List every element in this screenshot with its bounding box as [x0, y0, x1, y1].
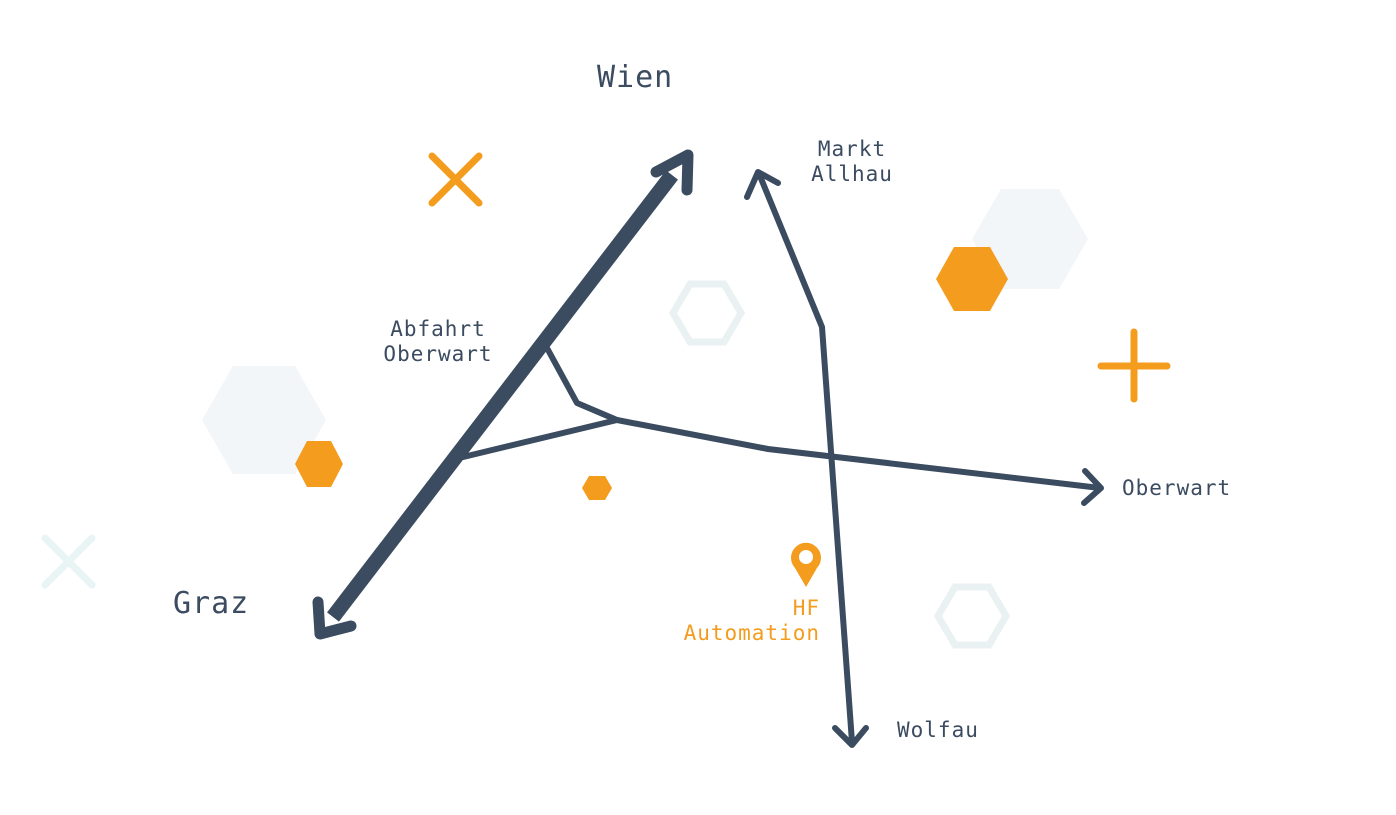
town-label-markt-allhau: Markt Allhau: [811, 137, 893, 187]
hexagon-icon: [582, 476, 612, 500]
hexagon-icon: [936, 247, 1008, 311]
hexagon-icon: [295, 441, 343, 487]
city-label-graz: Graz: [173, 586, 250, 621]
roads: [312, 149, 1104, 748]
exit-label-abfahrt-oberwart: Abfahrt Oberwart: [383, 317, 493, 367]
arrow-down-icon: [832, 725, 869, 748]
hexagon-icon: [933, 583, 1011, 649]
arrow-right-icon: [1081, 468, 1104, 506]
hexagon-icon: [668, 280, 746, 346]
map-pin-icon[interactable]: [791, 542, 822, 587]
exit-ramp-road: [544, 345, 620, 423]
arrow-up-icon: [744, 169, 781, 200]
road-oberwart: [614, 417, 1103, 491]
arrow-down-icon: [312, 596, 357, 640]
location-label-hf-automation: HF Automation: [683, 596, 820, 646]
town-label-oberwart: Oberwart: [1122, 476, 1232, 500]
decorations: [41, 152, 1171, 649]
city-label-wien: Wien: [597, 60, 674, 95]
plus-icon: [1097, 328, 1171, 403]
highway-road: [327, 170, 678, 622]
exit-ramp-road: [456, 417, 620, 461]
close-icon: [41, 534, 96, 589]
hexagon-icon: [972, 189, 1088, 289]
road-markt-allhau-wolfau: [757, 173, 855, 745]
hexagon-icon: [202, 366, 326, 474]
town-label-wolfau: Wolfau: [897, 718, 979, 742]
close-icon: [428, 152, 483, 207]
arrow-up-icon: [650, 149, 694, 196]
